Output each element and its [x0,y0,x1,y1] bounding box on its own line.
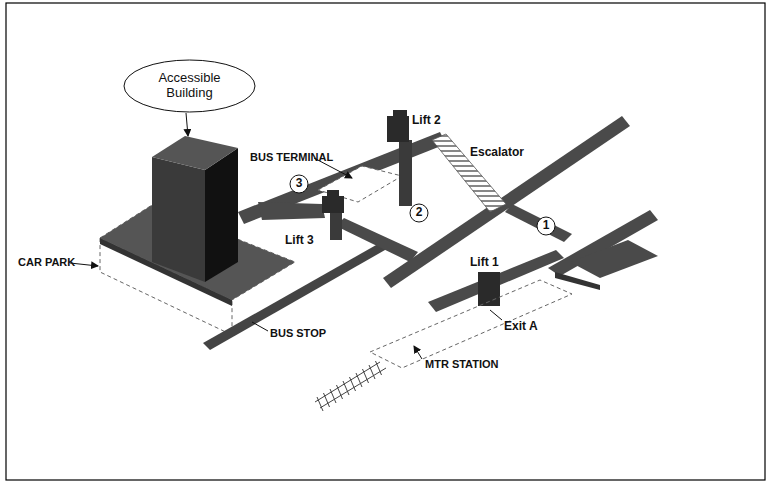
area-label: MTR STATION [425,358,499,370]
area-label: BUS TERMINAL [250,151,333,163]
node-text: 3 [296,177,303,191]
lift-label: Lift 1 [470,256,499,269]
area-label: CAR PARK [18,256,75,268]
callout-number: 1 [536,216,556,236]
area-label: BUS STOP [270,327,326,339]
area-label: Escalator [470,146,524,159]
node-text: 1 [543,219,550,233]
exit-label: Exit A [504,320,538,333]
lift-label: Lift 2 [412,114,441,127]
lift-label: Lift 3 [285,234,314,247]
callout-number: 3 [289,174,309,194]
node-text: 2 [416,206,423,220]
callout-ellipse: Accessible Building [123,59,256,113]
callout-number: 2 [409,203,429,223]
node-text: Accessible Building [145,71,235,101]
